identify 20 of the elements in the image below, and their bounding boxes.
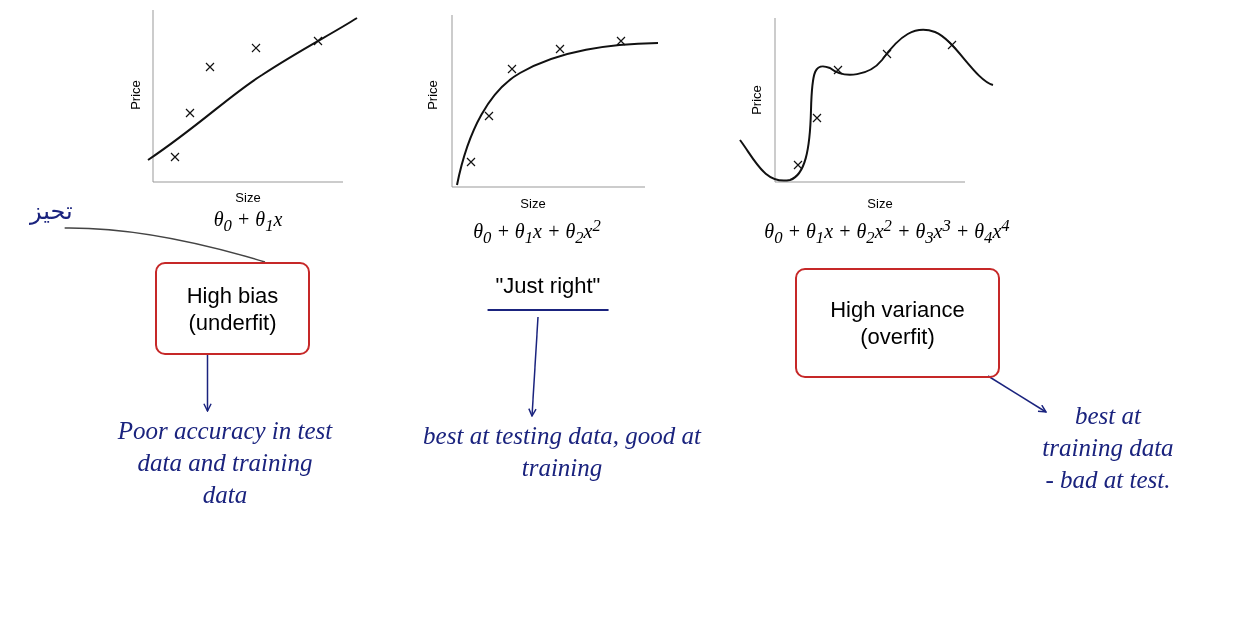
axis-label: Price: [127, 80, 143, 110]
handwritten-note: best at testing data, good at training: [412, 420, 712, 484]
underlined-heading: "Just right": [487, 272, 609, 311]
handwritten-note: تحيز: [30, 196, 73, 226]
arrow: [203, 354, 212, 412]
highlighted-box: High variance (overfit): [795, 268, 1000, 378]
connector-line: [63, 227, 266, 263]
axis-label: Size: [235, 189, 261, 205]
axis-label: Price: [748, 85, 764, 115]
handwritten-note: best at training data - bad at test.: [1038, 400, 1178, 496]
axis-label: Size: [867, 195, 893, 211]
arrow: [987, 375, 1047, 413]
handwritten-note: Poor accuracy in test data and training data: [117, 415, 333, 511]
formula: θ$_{0}$ + θ$_{1}$x + θ$_{2}$x$^{2}$ + θ$_{3}$x$^{3}$ + θ$_{4}$x$^{4}$: [764, 215, 1010, 249]
highlighted-box: High bias (underfit): [155, 262, 310, 355]
formula: θ$_{0}$ + θ$_{1}$x: [213, 208, 283, 236]
formula: θ$_{0}$ + θ$_{1}$x + θ$_{2}$x$^{2}$: [473, 215, 601, 249]
arrow: [528, 316, 539, 417]
axis-label: Size: [520, 195, 546, 211]
axis-label: Price: [424, 80, 440, 110]
